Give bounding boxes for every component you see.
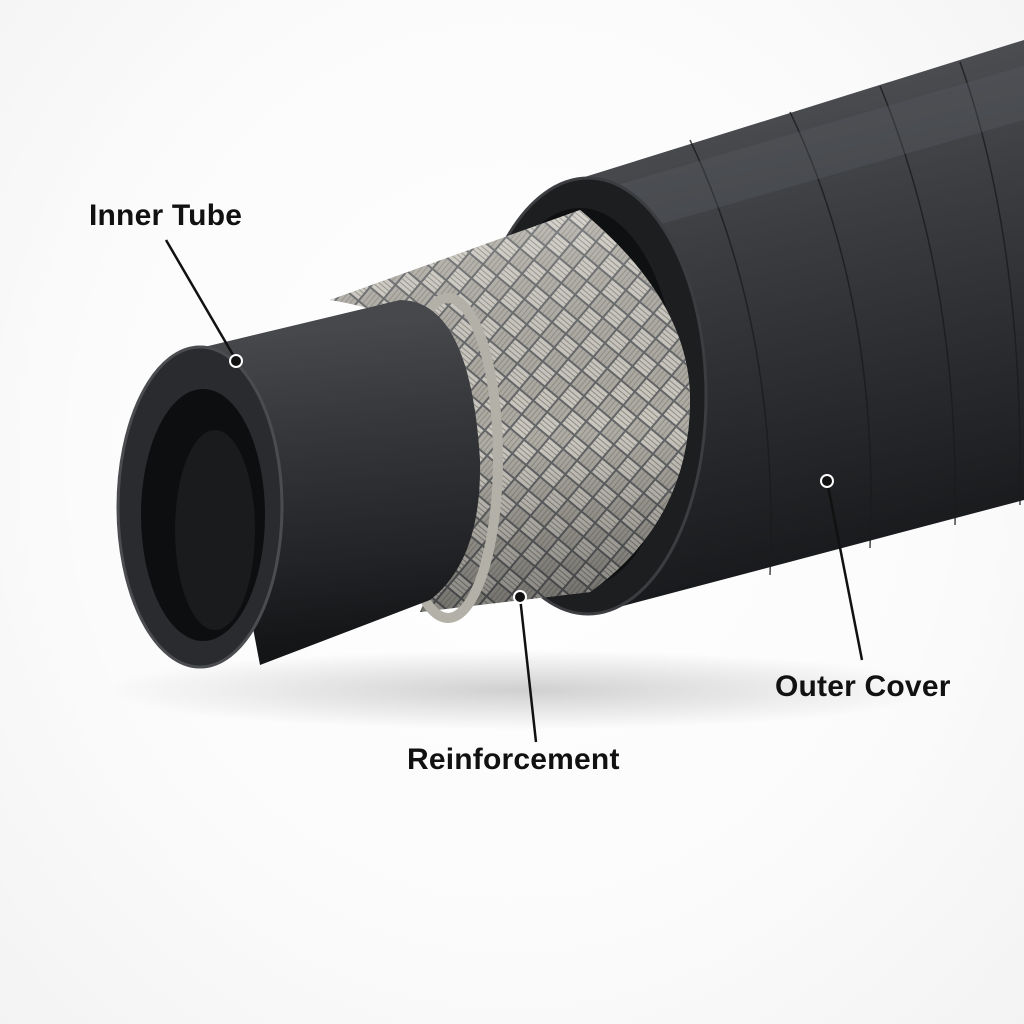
inner-tube-bore-shade xyxy=(175,430,255,630)
outer-cover-highlight xyxy=(600,66,1024,230)
inner-tube-rim-highlight xyxy=(116,345,284,669)
inner-tube-label: Inner Tube xyxy=(89,199,243,232)
leader-outer-cover xyxy=(820,474,864,661)
leader-reinforcement xyxy=(513,590,538,743)
outer-cover-seams xyxy=(689,61,1021,576)
outer-cover-label: Outer Cover xyxy=(775,670,951,703)
reinforcement-label: Reinforcement xyxy=(407,743,620,776)
hose-shadow xyxy=(100,650,940,730)
leader-inner-tube xyxy=(164,239,243,368)
